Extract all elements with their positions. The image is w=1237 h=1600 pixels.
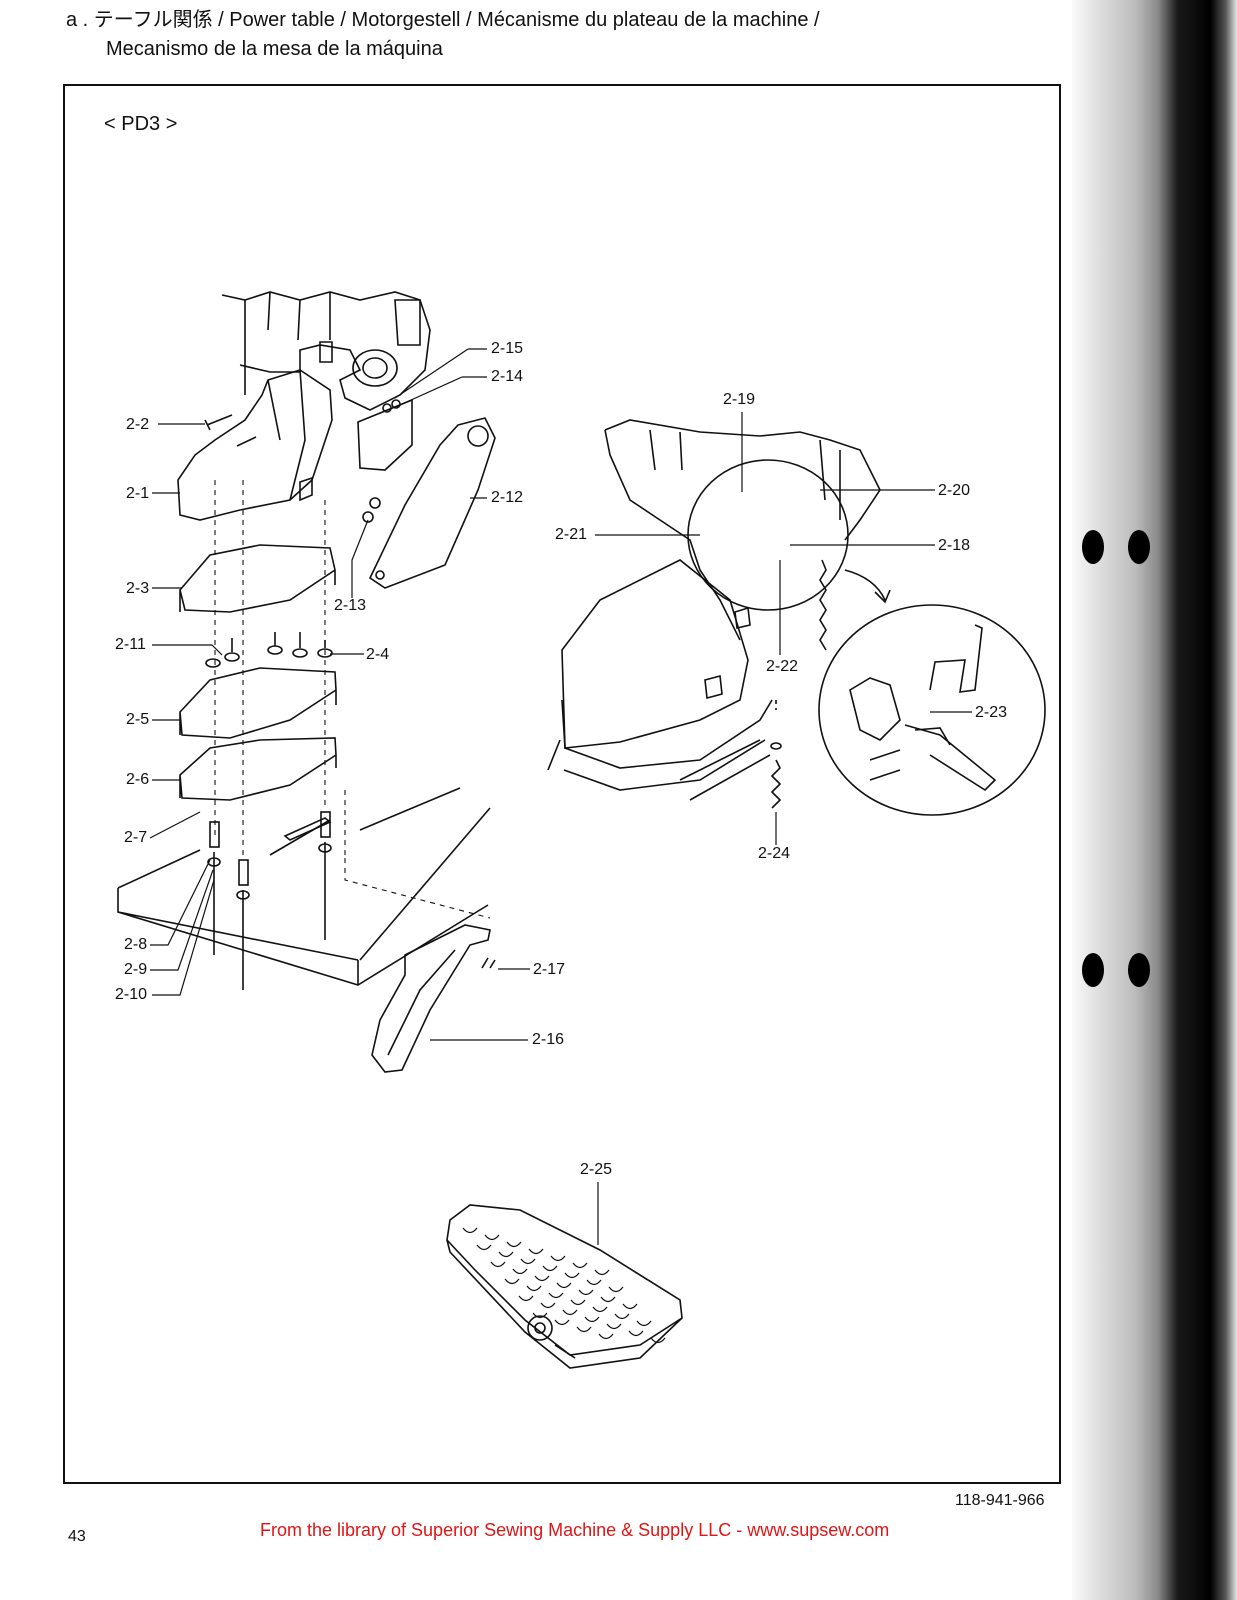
- pedal-tread-hole: [586, 1279, 602, 1286]
- pedal-tread-hole: [636, 1320, 652, 1327]
- part-label: 2-2: [126, 416, 150, 433]
- pedal-tread-hole: [554, 1319, 570, 1326]
- page-number: 43: [68, 1528, 86, 1545]
- pedal-tread-hole: [608, 1286, 624, 1293]
- pedal-tread-hole: [504, 1278, 520, 1285]
- foot-pedal: [446, 1204, 683, 1369]
- part-label: 2-16: [532, 1031, 565, 1048]
- part-label: 2-3: [126, 580, 150, 597]
- mounting-bolts: [207, 811, 332, 990]
- figure-code: < PD3 >: [104, 113, 178, 135]
- binder-hole: [1128, 530, 1150, 564]
- pedal-tread-hole: [650, 1337, 666, 1344]
- pedal-tread-hole: [520, 1258, 536, 1265]
- machine-head-right: [547, 419, 881, 801]
- pedal-tread-hole: [564, 1272, 580, 1279]
- binder-hole: [1082, 953, 1104, 987]
- pedal-tread-hole: [562, 1309, 578, 1316]
- pedal-tread-hole: [484, 1234, 500, 1241]
- screws-group-upper: [204, 399, 401, 523]
- pedal-tread-hole: [622, 1303, 638, 1310]
- alignment-lines: [214, 480, 491, 919]
- library-credit: From the library of Superior Sewing Mach…: [260, 1520, 890, 1540]
- part-label: 2-21: [555, 526, 588, 543]
- part-label: 2-4: [366, 646, 390, 663]
- part-label: 2-7: [124, 829, 148, 846]
- pedal-tread-hole: [540, 1302, 556, 1309]
- pedal-tread-hole: [534, 1275, 550, 1282]
- pedal-tread-hole: [628, 1330, 644, 1337]
- part-label: 2-22: [766, 658, 799, 675]
- pedal-tread-hole: [578, 1289, 594, 1296]
- part-label: 2-12: [491, 489, 524, 506]
- part-label: 2-5: [126, 711, 150, 728]
- pedal-tread-hole: [490, 1261, 506, 1268]
- leader-lines: [149, 348, 972, 1245]
- document-number: 118-941-966: [955, 1492, 1045, 1509]
- pedal-tread-hole: [576, 1326, 592, 1333]
- rubber-cushions: [205, 632, 333, 668]
- pedal-tread-hole: [606, 1323, 622, 1330]
- pedal-tread-hole: [592, 1306, 608, 1313]
- belt-cover: [371, 924, 496, 1073]
- part-label: 2-20: [938, 482, 971, 499]
- pedal-tread-hole: [584, 1316, 600, 1323]
- pedal-tread-hole: [600, 1296, 616, 1303]
- part-label: 2-17: [533, 961, 566, 978]
- pedal-tread-hole: [528, 1248, 544, 1255]
- pedal-holes: [462, 1227, 666, 1344]
- pedal-tread-hole: [594, 1269, 610, 1276]
- pedal-tread-hole: [542, 1265, 558, 1272]
- pedal-tread-hole: [532, 1312, 548, 1319]
- pedal-tread-hole: [570, 1299, 586, 1306]
- pedal-tread-hole: [498, 1251, 514, 1258]
- binder-edge-shadow: [1072, 0, 1237, 1600]
- pedal-tread-hole: [614, 1313, 630, 1320]
- part-label: 2-1: [126, 485, 150, 502]
- pedal-tread-hole: [556, 1282, 572, 1289]
- page-heading: a . テーフル関係 / Power table / Motorgestell …: [66, 6, 820, 64]
- pedal-tread-hole: [506, 1241, 522, 1248]
- pedal-tread-hole: [476, 1244, 492, 1251]
- part-label: 2-15: [491, 340, 524, 357]
- plate-2-6: [179, 737, 337, 801]
- part-label: 2-6: [126, 771, 150, 788]
- part-label: 2-25: [580, 1161, 613, 1178]
- machine-head-left: [221, 291, 431, 411]
- part-label: 2-18: [938, 537, 971, 554]
- part-label: 2-23: [975, 704, 1008, 721]
- heading-line-2: Mecanismo de la mesa de la máquina: [106, 38, 443, 60]
- motor-housing: [177, 369, 333, 521]
- detail-callout-large: [818, 604, 1046, 816]
- pedal-tread-hole: [550, 1255, 566, 1262]
- pedal-tread-hole: [598, 1333, 614, 1340]
- pedal-tread-hole: [512, 1268, 528, 1275]
- part-label: 2-13: [334, 597, 367, 614]
- plate-2-5: [179, 667, 337, 739]
- pedal-tread-hole: [526, 1285, 542, 1292]
- part-label: 2-9: [124, 961, 148, 978]
- pedal-tread-hole: [462, 1227, 478, 1234]
- part-label: 2-8: [124, 936, 148, 953]
- part-label: 2-19: [723, 391, 756, 408]
- part-label: 2-24: [758, 845, 791, 862]
- lift-arm: [368, 417, 496, 589]
- figure-frame: [63, 84, 1061, 1484]
- heading-line-1: a . テーフル関係 / Power table / Motorgestell …: [66, 9, 820, 31]
- spring-chain: [770, 559, 827, 809]
- detail-arrow: [844, 569, 891, 604]
- pedal-tread-hole: [548, 1292, 564, 1299]
- binder-hole: [1128, 953, 1150, 987]
- binder-hole: [1082, 530, 1104, 564]
- plate-2-3: [179, 544, 336, 613]
- table-top: [117, 787, 491, 986]
- part-label: 2-10: [115, 986, 148, 1003]
- pedal-tread-hole: [518, 1295, 534, 1302]
- part-label: 2-11: [115, 636, 146, 653]
- pedal-tread-hole: [572, 1262, 588, 1269]
- part-label: 2-14: [491, 368, 524, 385]
